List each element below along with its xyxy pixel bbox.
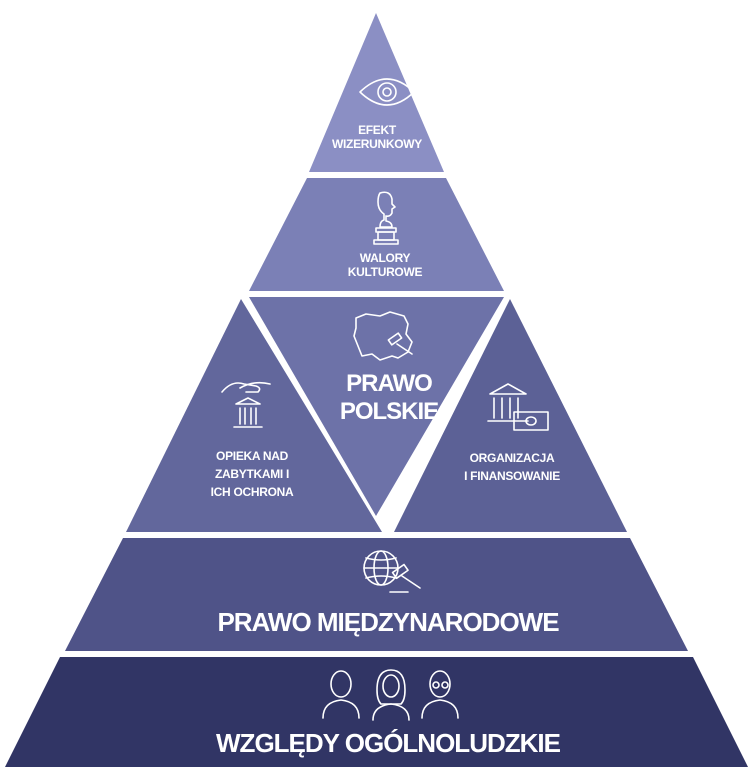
center-label-line2: POLSKIE: [340, 398, 439, 425]
top-label-line1: EFEKT: [358, 123, 397, 137]
base-label: WZGLĘDY OGÓLNOLUDZKIE: [216, 728, 561, 758]
hand-building-icon: [221, 381, 271, 428]
bust-statue-icon: [373, 191, 399, 245]
right-label-line1: ORGANIZACJA: [470, 451, 555, 465]
left-label-line1: OPIEKA NAD: [216, 449, 289, 463]
fourth-label: PRAWO MIĘDZYNARODOWE: [217, 607, 559, 637]
right-label-line2: I FINANSOWANIE: [464, 469, 560, 483]
top-label-line2: WIZERUNKOWY: [332, 137, 422, 151]
tier-left-care: [126, 299, 382, 532]
second-label-line1: WALORY: [360, 251, 411, 265]
second-label-line2: KULTUROWE: [348, 265, 423, 279]
left-label-line2: ZABYTKAMI I: [215, 467, 289, 481]
left-label-line3: ICH OCHRONA: [211, 485, 294, 499]
tier-center-polish-law: [249, 297, 504, 516]
tier-cultural-values: [249, 178, 504, 291]
people-icon: [322, 669, 459, 721]
bank-money-icon: [487, 383, 549, 431]
tier-image-effect: [309, 13, 444, 172]
globe-gavel-icon: [363, 550, 421, 593]
center-label-line1: PRAWO: [346, 370, 432, 397]
tier-base: [5, 657, 748, 767]
tier-international: [65, 538, 688, 651]
poland-map-gavel-icon: [353, 311, 413, 361]
eye-icon: [359, 78, 415, 106]
